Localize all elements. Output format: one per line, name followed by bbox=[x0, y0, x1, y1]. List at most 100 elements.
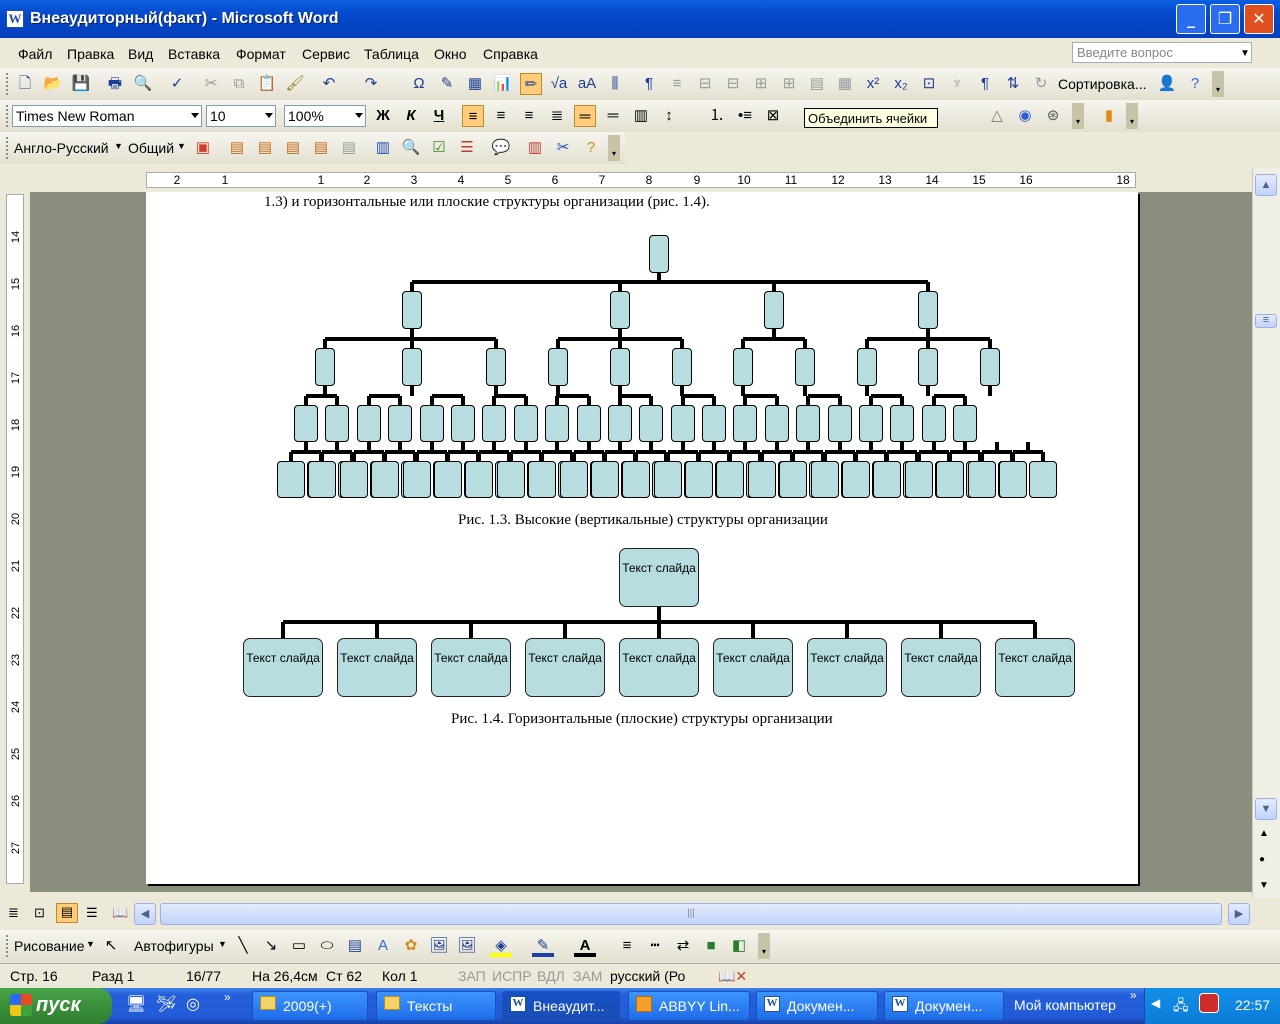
align-left-icon[interactable]: ≡ bbox=[462, 105, 484, 127]
org-box-level3[interactable] bbox=[420, 405, 444, 442]
italic-button[interactable]: К bbox=[406, 107, 416, 124]
org-box-level4[interactable] bbox=[465, 461, 493, 498]
toolbar-options-icon[interactable]: ▾ bbox=[1072, 103, 1084, 129]
line-spacing-icon[interactable]: ↕ bbox=[665, 107, 673, 124]
fill-color-icon[interactable]: ◈ bbox=[490, 935, 512, 957]
org-box-level1[interactable] bbox=[402, 291, 422, 329]
help-icon[interactable]: ? bbox=[1190, 75, 1200, 92]
org-box-level4[interactable] bbox=[371, 461, 399, 498]
redo-icon[interactable]: ↷ bbox=[364, 75, 378, 92]
flat-child-box[interactable]: Текст слайда bbox=[619, 638, 699, 697]
open-folder-icon[interactable]: 📂 bbox=[43, 75, 63, 92]
status-track[interactable]: ИСПР bbox=[492, 968, 532, 984]
quicklaunch-more-icon[interactable]: » bbox=[224, 990, 231, 1004]
clock[interactable]: 22:57 bbox=[1235, 997, 1271, 1013]
translate-para-icon[interactable]: ▤ bbox=[285, 139, 301, 156]
print-preview-icon[interactable]: 🔍 bbox=[133, 75, 153, 92]
format-painter-icon[interactable]: 🖌 bbox=[285, 75, 305, 92]
org-box-level4[interactable] bbox=[308, 461, 336, 498]
sort-button[interactable]: Сортировка... bbox=[1058, 76, 1147, 92]
org-box-level2[interactable] bbox=[672, 348, 692, 386]
org-box-level2[interactable] bbox=[918, 348, 938, 386]
org-box-level4[interactable] bbox=[434, 461, 462, 498]
columns-format-icon[interactable]: ▥ bbox=[633, 107, 649, 124]
org-box-level4[interactable] bbox=[999, 461, 1027, 498]
document-page[interactable]: 1.3) и горизонтальные или плоские структ… bbox=[146, 192, 1138, 884]
scroll-right-button[interactable]: ▶ bbox=[1228, 903, 1250, 925]
textbox-icon[interactable]: ▤ bbox=[347, 937, 363, 954]
menu-window[interactable]: Окно bbox=[434, 46, 467, 62]
arrow-icon[interactable]: ↘ bbox=[264, 937, 278, 954]
flat-child-box[interactable]: Текст слайда bbox=[713, 638, 793, 697]
superscript-icon[interactable]: x² bbox=[866, 75, 880, 92]
general-dropdown[interactable]: Общий bbox=[128, 140, 175, 156]
org-box-level3[interactable] bbox=[451, 405, 475, 442]
prev-page-icon[interactable]: ▲ bbox=[1259, 828, 1269, 839]
insert-chart-icon[interactable]: 📊 bbox=[493, 75, 513, 92]
org-box-level3[interactable] bbox=[828, 405, 852, 442]
shape-circle-icon[interactable]: ◉ bbox=[1018, 107, 1032, 124]
next-page-icon[interactable]: ▼ bbox=[1259, 880, 1269, 891]
arrow-style-icon[interactable]: ⇄ bbox=[676, 937, 690, 954]
org-box-level4[interactable] bbox=[622, 461, 650, 498]
distribute-icon[interactable]: ═ bbox=[574, 105, 596, 127]
bold-button[interactable]: Ж bbox=[376, 107, 390, 124]
oval-icon[interactable]: ⬭ bbox=[320, 937, 334, 954]
symbol-omega-icon[interactable]: Ω bbox=[413, 75, 425, 92]
shape-triangle-icon[interactable]: △ bbox=[991, 107, 1003, 124]
desktop-toolbar-label[interactable]: Мой компьютер bbox=[1014, 997, 1116, 1013]
check-icon[interactable]: ☑ bbox=[432, 139, 446, 156]
flat-child-box[interactable]: Текст слайда bbox=[243, 638, 323, 697]
org-box-level4[interactable] bbox=[277, 461, 305, 498]
scroll-thumb[interactable]: ≡ bbox=[1255, 314, 1277, 328]
align-icon[interactable]: ≡ bbox=[672, 75, 682, 92]
bullet-list-icon[interactable]: •≡ bbox=[737, 107, 752, 124]
shape-venn-icon[interactable]: ⊛ bbox=[1046, 107, 1060, 124]
row-delete-icon[interactable]: ⊟ bbox=[726, 75, 740, 92]
books-icon[interactable]: ▥ bbox=[527, 139, 543, 156]
drawing-toggle-icon[interactable]: ✏ bbox=[520, 73, 542, 95]
show-marks-icon[interactable]: ¶ bbox=[980, 75, 990, 92]
org-box-level3[interactable] bbox=[702, 405, 726, 442]
org-box-level4[interactable] bbox=[905, 461, 933, 498]
row-insert-icon[interactable]: ⊟ bbox=[698, 75, 712, 92]
lookup-icon[interactable]: 🔍 bbox=[401, 139, 421, 156]
org-box-level2[interactable] bbox=[733, 348, 753, 386]
vertical-scrollbar[interactable]: ▲ ≡ ▼ ▲ ● ▼ bbox=[1252, 168, 1280, 898]
status-record[interactable]: ЗАП bbox=[458, 968, 486, 984]
org-box-level4[interactable] bbox=[497, 461, 525, 498]
org-box-level3[interactable] bbox=[514, 405, 538, 442]
web-view-icon[interactable]: ⊡ bbox=[34, 905, 45, 920]
columns-icon[interactable]: ⫼ bbox=[611, 75, 619, 92]
line-color-icon[interactable]: ✎ bbox=[532, 935, 554, 957]
org-box-level4[interactable] bbox=[748, 461, 776, 498]
ask-dropdown-icon[interactable]: ▼ bbox=[1240, 48, 1250, 59]
org-box-level3[interactable] bbox=[357, 405, 381, 442]
org-box-level4[interactable] bbox=[811, 461, 839, 498]
network-icon[interactable]: 🖧 bbox=[1173, 997, 1189, 1013]
autoshapes-menu[interactable]: Автофигуры bbox=[134, 938, 214, 954]
close-button[interactable]: ✕ bbox=[1244, 4, 1274, 34]
flat-child-box[interactable]: Текст слайда bbox=[337, 638, 417, 697]
cut-icon[interactable]: ✂ bbox=[204, 75, 218, 92]
toolbar-options-icon[interactable]: ▾ bbox=[1212, 71, 1224, 97]
justify-icon[interactable]: ≣ bbox=[550, 107, 564, 124]
table-grid-icon[interactable]: ⊞ bbox=[782, 75, 796, 92]
dash-style-icon[interactable]: ┅ bbox=[650, 937, 660, 954]
spelling-status-icon[interactable]: 📖✕ bbox=[718, 968, 748, 984]
toolbar-more-icon[interactable]: » bbox=[1130, 988, 1137, 1002]
org-box-level4[interactable] bbox=[716, 461, 744, 498]
org-box-level3[interactable] bbox=[890, 405, 914, 442]
copy-icon[interactable]: ⧉ bbox=[233, 75, 245, 92]
dictionary-dropdown[interactable]: Англо-Русский bbox=[14, 140, 109, 156]
toolbar-grip[interactable] bbox=[6, 935, 10, 957]
pilcrow-icon[interactable]: ¶ bbox=[644, 75, 654, 92]
line-style-icon[interactable]: ═ bbox=[607, 107, 619, 124]
org-box-level2[interactable] bbox=[610, 348, 630, 386]
diagram-icon[interactable]: ✿ bbox=[404, 937, 418, 954]
quicklaunch-icon[interactable]: 🛩 bbox=[156, 996, 177, 1013]
word-app-icon[interactable]: W bbox=[6, 10, 24, 28]
org-box-level3[interactable] bbox=[922, 405, 946, 442]
underline-button[interactable]: Ч bbox=[433, 107, 445, 124]
